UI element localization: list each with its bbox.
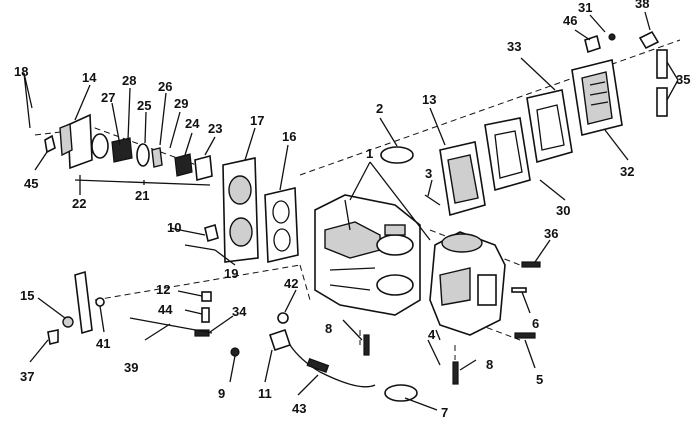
callout-37: 37 xyxy=(20,369,34,384)
callout-2: 2 xyxy=(376,101,383,116)
callout-8b: 8 xyxy=(486,357,493,372)
callout-31: 31 xyxy=(578,0,592,15)
bypass-cover-assembly xyxy=(44,113,213,186)
callout-6: 6 xyxy=(532,316,539,331)
callout-25: 25 xyxy=(137,98,151,113)
callout-32: 32 xyxy=(620,164,634,179)
callout-9: 9 xyxy=(218,386,225,401)
callout-8a: 8 xyxy=(325,321,332,336)
callout-labels: 1 2 3 4 5 6 7 8 8 9 10 11 12 13 14 15 16… xyxy=(14,0,690,420)
leader-lines xyxy=(23,11,679,411)
callout-7: 7 xyxy=(441,405,448,420)
callout-5: 5 xyxy=(536,372,543,387)
throttle-linkage xyxy=(47,270,376,388)
callout-12: 12 xyxy=(156,282,170,297)
callout-43: 43 xyxy=(292,401,306,416)
callout-46: 46 xyxy=(563,13,577,28)
callout-27: 27 xyxy=(101,90,115,105)
tubes-and-fittings xyxy=(584,30,668,117)
callout-29: 29 xyxy=(174,96,188,111)
callout-15: 15 xyxy=(20,288,34,303)
callout-39: 39 xyxy=(124,360,138,375)
callout-11: 11 xyxy=(258,386,272,401)
callout-26: 26 xyxy=(158,79,172,94)
callout-1: 1 xyxy=(366,146,373,161)
callout-41: 41 xyxy=(96,336,110,351)
callout-19: 19 xyxy=(224,266,238,281)
callout-42: 42 xyxy=(284,276,298,291)
callout-23: 23 xyxy=(208,121,222,136)
callout-44: 44 xyxy=(158,302,173,317)
callout-35: 35 xyxy=(676,72,690,87)
callout-36: 36 xyxy=(544,226,558,241)
cylinder-block xyxy=(314,194,421,316)
callout-21: 21 xyxy=(135,188,149,203)
callout-16: 16 xyxy=(282,129,296,144)
callout-17: 17 xyxy=(250,113,264,128)
callout-24: 24 xyxy=(185,116,200,131)
callout-38: 38 xyxy=(635,0,649,11)
callout-45: 45 xyxy=(24,176,38,191)
callout-10: 10 xyxy=(167,220,181,235)
callout-4: 4 xyxy=(428,327,436,342)
intake-plates xyxy=(439,59,623,217)
callout-14: 14 xyxy=(82,70,97,85)
callout-28: 28 xyxy=(122,73,136,88)
hardware xyxy=(184,146,541,402)
callout-13: 13 xyxy=(422,92,436,107)
callout-3: 3 xyxy=(425,166,432,181)
callout-18: 18 xyxy=(14,64,28,79)
callout-34: 34 xyxy=(232,304,247,319)
callout-22: 22 xyxy=(72,196,86,211)
head-gaskets xyxy=(222,157,299,263)
callout-30: 30 xyxy=(556,203,570,218)
crankcase-half xyxy=(429,231,506,336)
callout-33: 33 xyxy=(507,39,521,54)
